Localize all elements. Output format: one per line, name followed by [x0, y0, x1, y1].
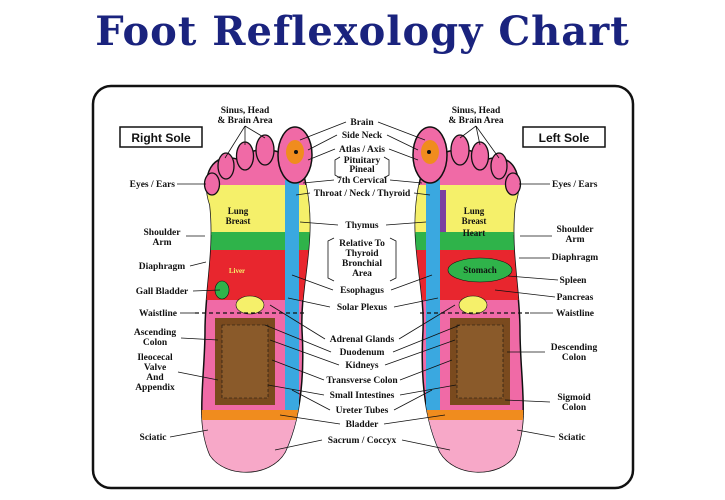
label-pituitary: Pituitary	[344, 156, 381, 166]
label-shoulder-l: Shoulder	[557, 225, 595, 235]
label-sigmoid: Sigmoid	[557, 393, 591, 403]
organ-lung-l: Lung	[464, 206, 485, 216]
label-brain: Brain	[350, 118, 374, 128]
page-title: Foot Reflexology Chart	[95, 8, 630, 55]
label-sciatic-l: Sciatic	[559, 433, 586, 443]
label-esophagus: Esophagus	[340, 286, 384, 296]
label-small-intestines: Small Intestines	[330, 391, 395, 401]
label-eyes-ears-r: Eyes / Ears	[130, 180, 176, 190]
label-colon-asc: Colon	[143, 338, 168, 348]
label-atlas-axis: Atlas / Axis	[339, 145, 385, 155]
label-sinus-r1: Sinus, Head	[221, 106, 270, 116]
left-sole-box	[522, 126, 606, 148]
outer-labels-left-sole: Eyes / Ears Shoulder Arm Diaphragm Splee…	[494, 180, 599, 443]
label-spleen: Spleen	[560, 276, 588, 286]
label-colon-desc: Colon	[562, 353, 587, 363]
label-sinus-r2: & Brain Area	[217, 116, 272, 126]
organ-lung-r: Lung	[228, 206, 249, 216]
left-sole-label: Left Sole	[539, 131, 590, 145]
right-sole-box	[119, 126, 203, 148]
right-sole-label: Right Sole	[131, 131, 191, 145]
label-sciatic-r: Sciatic	[140, 433, 167, 443]
label-waistline-r: Waistline	[139, 309, 177, 319]
label-shoulder-r: Shoulder	[144, 228, 182, 238]
label-arm-r: Arm	[153, 238, 172, 248]
label-throat-neck-thyroid: Throat / Neck / Thyroid	[314, 189, 411, 199]
label-duodenum: Duodenum	[340, 348, 385, 358]
label-sinus-l1: Sinus, Head	[452, 106, 501, 116]
label-sinus-l2: & Brain Area	[448, 116, 503, 126]
label-solar-plexus: Solar Plexus	[337, 303, 388, 313]
label-ureter-tubes: Ureter Tubes	[336, 406, 389, 416]
label-thymus: Thymus	[345, 221, 379, 231]
label-descending: Descending	[551, 343, 598, 353]
label-bronchial: Bronchial	[342, 259, 382, 269]
label-relative-to: Relative To	[339, 239, 385, 249]
label-transverse-colon: Transverse Colon	[326, 376, 398, 386]
label-arm-l: Arm	[566, 235, 585, 245]
outer-labels-right-sole: Eyes / Ears Shoulder Arm Diaphragm Gall …	[130, 180, 221, 443]
label-ileocecal: Ileocecal	[137, 353, 173, 363]
label-area: Area	[352, 269, 372, 279]
label-adrenal-glands: Adrenal Glands	[330, 335, 395, 345]
label-side-neck: Side Neck	[342, 131, 383, 141]
label-diaphragm-l: Diaphragm	[552, 253, 599, 263]
label-bladder: Bladder	[346, 420, 380, 430]
label-appendix: Appendix	[135, 383, 175, 393]
label-sacrum-coccyx: Sacrum / Coccyx	[328, 436, 397, 446]
label-colon-sig: Colon	[562, 403, 587, 413]
left-foot: Lung Breast Heart Stomach	[412, 126, 530, 473]
organ-breast-r: Breast	[226, 216, 251, 226]
label-diaphragm-r: Diaphragm	[139, 262, 186, 272]
label-7th-cervical: 7th Cervical	[337, 176, 387, 186]
label-ascending: Ascending	[134, 328, 176, 338]
label-waistline-l: Waistline	[556, 309, 594, 319]
label-pineal: Pineal	[349, 165, 375, 175]
organ-breast-l: Breast	[462, 216, 487, 226]
label-pancreas: Pancreas	[557, 293, 594, 303]
label-valve: Valve	[144, 363, 166, 373]
organ-heart: Heart	[463, 228, 486, 238]
label-and: And	[146, 373, 164, 383]
center-labels: Brain Side Neck Atlas / Axis Pituitary P…	[264, 118, 461, 451]
label-eyes-ears-l: Eyes / Ears	[552, 180, 598, 190]
label-kidneys: Kidneys	[345, 361, 379, 371]
label-thyroid: Thyroid	[345, 249, 379, 259]
organ-stomach: Stomach	[463, 265, 497, 275]
organ-liver: Liver	[229, 267, 245, 275]
label-gall-bladder: Gall Bladder	[136, 287, 189, 297]
